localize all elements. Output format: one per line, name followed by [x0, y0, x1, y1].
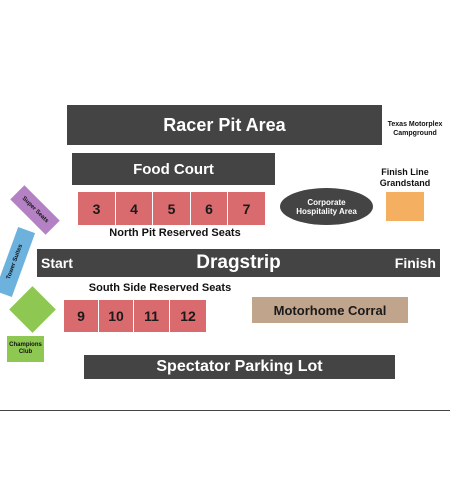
section-10-label: 10 — [108, 308, 124, 324]
south-side-reserved-seats-label: South Side Reserved Seats — [88, 282, 232, 294]
section-12-label: 12 — [180, 308, 196, 324]
section-6-label: 6 — [205, 200, 213, 217]
champions-club-label: Champions Club — [9, 342, 42, 355]
tower-suites-label: Tower Suites — [5, 243, 25, 281]
dragstrip: Start Dragstrip Finish — [37, 249, 440, 277]
north-pit-reserved-seats-label: North Pit Reserved Seats — [109, 227, 241, 239]
motorhome-corral[interactable]: Motorhome Corral — [252, 297, 408, 323]
tower-suites[interactable]: Tower Suites — [0, 226, 36, 298]
section-3[interactable]: 3 — [78, 192, 116, 225]
section-7[interactable]: 7 — [228, 192, 265, 225]
spectator-parking-lot: Spectator Parking Lot — [84, 355, 395, 379]
section-5-label: 5 — [167, 200, 176, 217]
section-9-label: 9 — [77, 308, 85, 324]
section-4-label: 4 — [130, 200, 138, 217]
campground-label: Texas Motorplex Campground — [387, 121, 443, 137]
section-4[interactable]: 4 — [116, 192, 153, 225]
section-12[interactable]: 12 — [170, 300, 206, 332]
racer-pit-area-label: Racer Pit Area — [163, 114, 286, 135]
motorhome-corral-label: Motorhome Corral — [273, 302, 387, 318]
section-11[interactable]: 11 — [134, 300, 170, 332]
racer-pit-area: Racer Pit Area — [67, 105, 382, 145]
finish-line-grandstand-label: Finish Line Grandstand — [379, 167, 431, 188]
section-5[interactable]: 5 — [153, 192, 191, 225]
finish-line-grandstand[interactable] — [386, 192, 424, 221]
food-court-label: Food Court — [133, 160, 214, 178]
finish-label: Finish — [394, 255, 436, 271]
section-7-label: 7 — [242, 200, 251, 217]
food-court: Food Court — [72, 153, 275, 185]
start-label: Start — [41, 255, 73, 271]
section-3-label: 3 — [92, 200, 101, 217]
section-11-label: 11 — [144, 308, 159, 324]
section-9[interactable]: 9 — [64, 300, 99, 332]
corporate-hospitality-area[interactable]: Corporate Hospitality Area — [280, 188, 373, 225]
divider-line — [0, 410, 450, 411]
corporate-hospitality-label: Corporate Hospitality Area — [296, 197, 357, 216]
section-6[interactable]: 6 — [191, 192, 228, 225]
section-10[interactable]: 10 — [99, 300, 134, 332]
champions-club-diamond[interactable] — [9, 286, 56, 333]
super-seats-label: Super Seats — [20, 195, 50, 225]
champions-club[interactable]: Champions Club — [7, 336, 44, 362]
dragstrip-label: Dragstrip — [196, 252, 281, 273]
spectator-parking-lot-label: Spectator Parking Lot — [156, 358, 323, 375]
